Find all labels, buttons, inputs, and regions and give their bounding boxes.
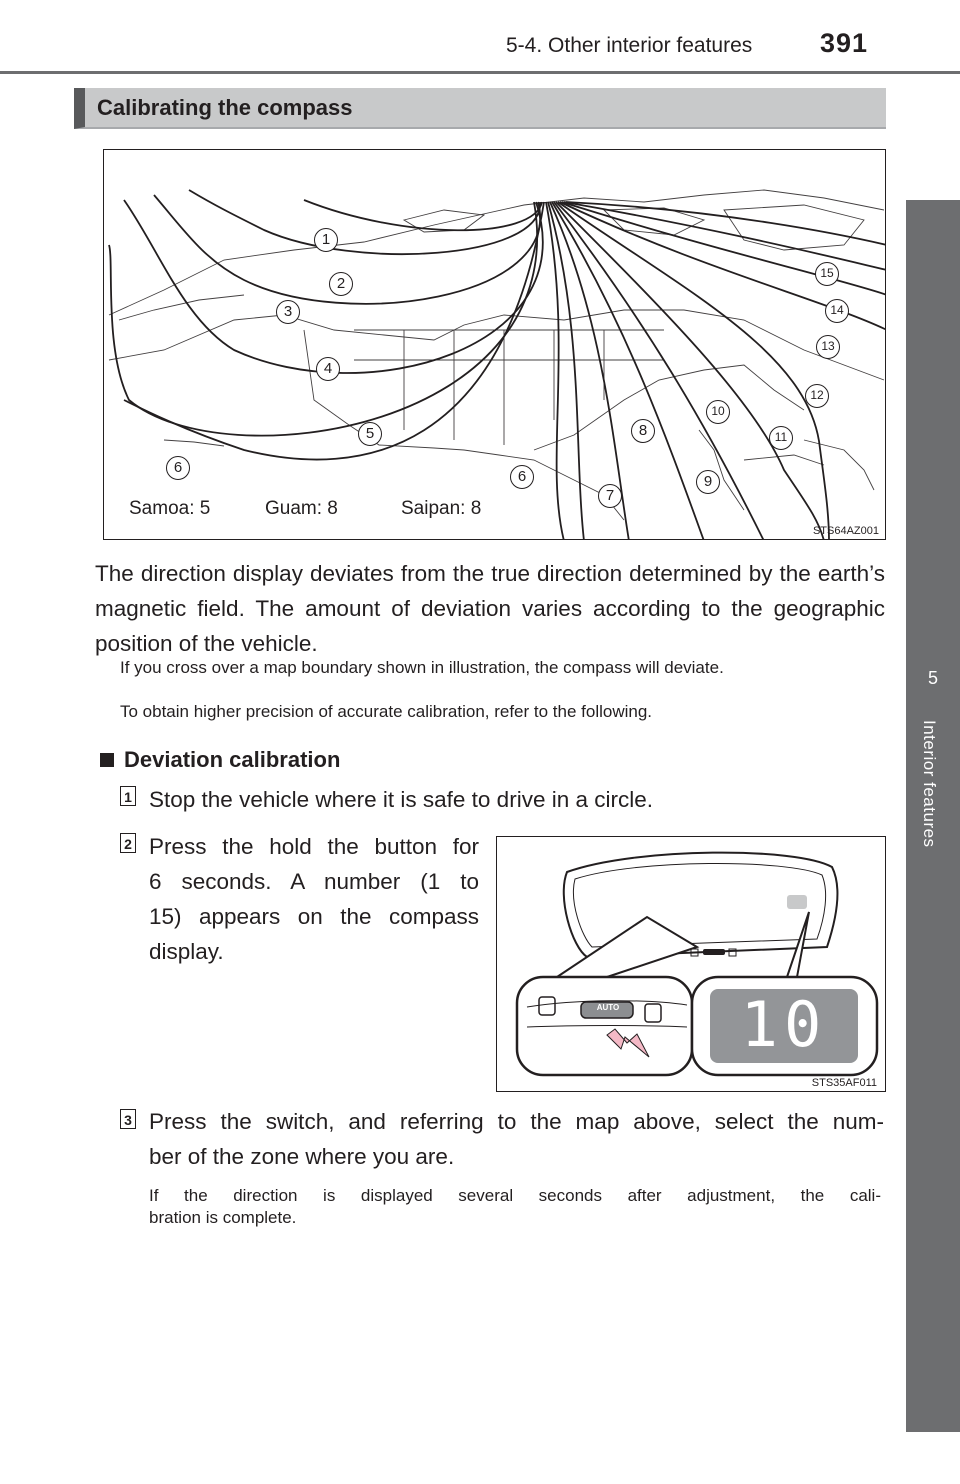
legend-guam: Guam: 8 — [265, 498, 338, 519]
heading-square-icon — [100, 753, 114, 767]
zone-label-7: 6 — [510, 465, 534, 489]
side-tab — [906, 200, 960, 1432]
zone-label-4: 4 — [316, 357, 340, 381]
map-figure-code: STS64AZ001 — [812, 525, 879, 537]
zone-boundaries — [108, 189, 885, 539]
mirror-figure-code: STS35AF011 — [811, 1077, 877, 1089]
zone-label-12: 11 — [769, 426, 793, 450]
auto-button-label: AUTO — [596, 1003, 620, 1012]
step-3-text: Press the switch, and referring to the m… — [149, 1104, 884, 1174]
note-calibration-complete: If the direction is displayed several se… — [149, 1185, 881, 1229]
mirror-figure: AUTO 10 STS35AF011 — [496, 836, 886, 1092]
note-map-boundary: If you cross over a map boundary shown i… — [120, 658, 724, 677]
header-rule — [0, 71, 960, 74]
side-tab-label: Interior features — [920, 720, 939, 848]
legend-saipan: Saipan: 8 — [401, 498, 482, 519]
zone-label-15: 14 — [825, 299, 849, 323]
section-heading-text: Calibrating the compass — [97, 95, 353, 120]
zone-label-13: 12 — [805, 384, 829, 408]
zone-label-11: 10 — [706, 400, 730, 424]
note-3-line-1: If the direction is displayed several se… — [149, 1186, 881, 1205]
step-3-line-1: Press the switch, and referring to the m… — [149, 1109, 884, 1134]
mirror-drawing — [515, 851, 879, 1077]
zone-label-14: 13 — [816, 335, 840, 359]
note-higher-precision: To obtain higher precision of accurate c… — [120, 702, 653, 721]
step-2-line-4: display. — [149, 939, 224, 964]
step-1-number: 1 — [120, 786, 136, 806]
step-2-line-3: 15) appears on the compass — [149, 904, 479, 929]
page-number: 391 — [820, 28, 869, 58]
step-2-line-1: Press the hold the button for — [149, 834, 479, 859]
subsection-heading: Deviation calibration — [100, 747, 340, 773]
subsection-heading-text: Deviation calibration — [124, 747, 341, 772]
step-3-line-2: ber of the zone where you are. — [149, 1144, 455, 1169]
step-1-text: Stop the vehicle where it is safe to dri… — [149, 787, 653, 812]
zone-label-3: 3 — [276, 300, 300, 324]
section-heading: Calibrating the compass — [74, 88, 886, 129]
zone-label-2: 2 — [329, 272, 353, 296]
note-3-line-2: bration is complete. — [149, 1208, 297, 1227]
zone-label-9: 8 — [631, 419, 655, 443]
step-2-line-2: 6 seconds. A number (1 to — [149, 869, 479, 894]
zone-label-6: 6 — [166, 456, 190, 480]
zone-label-10: 9 — [696, 470, 720, 494]
step-2-text: Press the hold the button for 6 seconds.… — [149, 829, 479, 969]
side-tab-number: 5 — [927, 668, 938, 688]
header-section-title: 5-4. Other interior features — [506, 34, 753, 57]
zone-label-16: 15 — [815, 262, 839, 286]
zone-label-5: 5 — [358, 422, 382, 446]
intro-paragraph: The direction display deviates from the … — [95, 561, 885, 656]
step-2-number: 2 — [120, 833, 136, 853]
zone-label-8: 7 — [598, 484, 622, 508]
legend-samoa: Samoa: 5 — [129, 498, 211, 519]
zone-label-1: 1 — [314, 228, 338, 252]
compass-display-value: 10 — [740, 988, 828, 1061]
step-3-number: 3 — [120, 1109, 136, 1129]
landmass-outline — [108, 189, 885, 521]
zone-map-drawing — [108, 189, 885, 539]
